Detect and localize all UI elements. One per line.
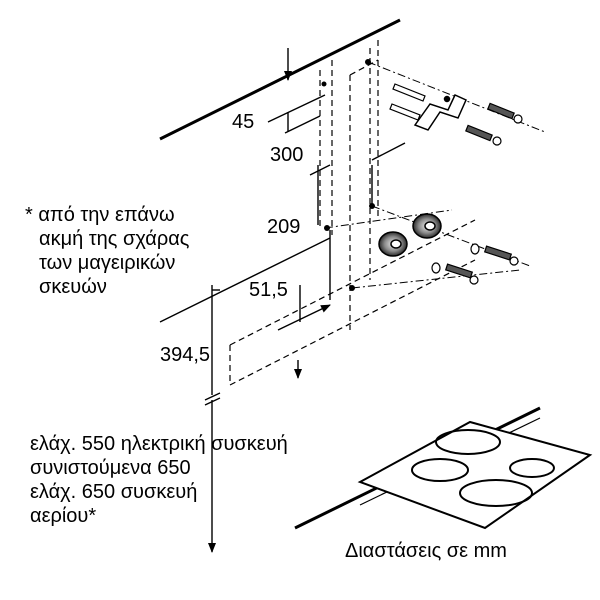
wall-plug-icon — [378, 213, 442, 257]
washer-icon — [431, 243, 480, 274]
dimension-300: 300 — [270, 144, 304, 166]
chimney-outline — [229, 40, 476, 386]
screw-icon — [444, 245, 519, 285]
note-line: * από την επάνω — [25, 204, 175, 226]
fixing-axes — [324, 61, 546, 289]
ceiling-line — [159, 18, 401, 141]
screw-icon — [465, 102, 523, 146]
note-line: συνιστούμενα 650 — [30, 457, 191, 479]
bracket-icon — [413, 94, 467, 131]
note-min-height: ελάχ. 550 ηλεκτρική συσκευή συνιστούμενα… — [30, 432, 288, 528]
dimension-394-5: 394,5 — [160, 344, 211, 366]
dimension-209: 209 — [267, 216, 301, 238]
dimension-51-5: 51,5 — [249, 279, 288, 301]
note-line: ακμή της σχάρας — [39, 228, 190, 250]
wall-guide — [159, 230, 331, 323]
note-line: αερίου* — [30, 505, 97, 527]
wall-plug-icon — [389, 83, 426, 121]
note-line: των μαγειρικών — [39, 252, 176, 274]
drill-holes — [321, 59, 375, 291]
units-caption: Διαστάσεις σε mm — [345, 540, 507, 562]
dimension-lines — [204, 48, 406, 553]
dimension-45: 45 — [232, 111, 255, 133]
note-line: σκευών — [39, 276, 107, 298]
note-line: ελάχ. 550 ηλεκτρική συσκευή — [30, 433, 288, 455]
hob-icon — [357, 420, 593, 530]
note-reference-edge: * από την επάνω ακμή της σχάρας των μαγε… — [25, 203, 189, 299]
note-line: ελάχ. 650 συσκευή — [30, 481, 198, 503]
